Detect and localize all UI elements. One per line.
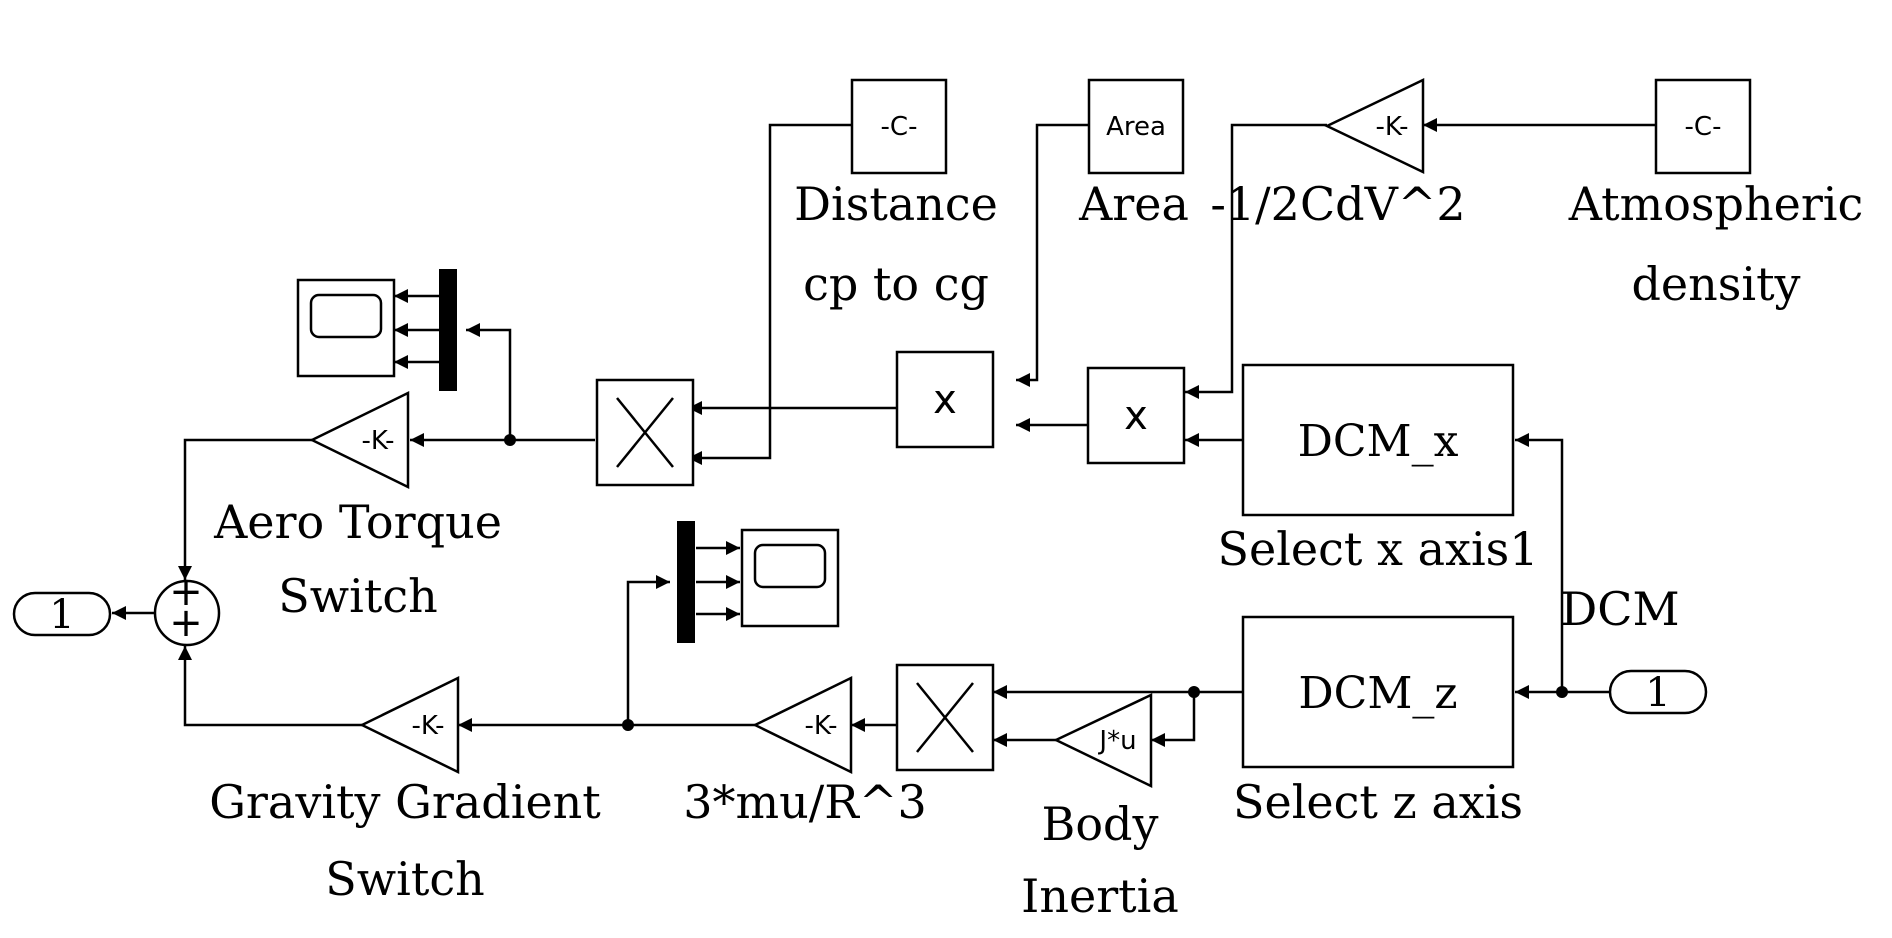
product2-text: x <box>1124 393 1148 439</box>
outport-text: 1 <box>49 592 74 638</box>
aero-label-line1: Aero Torque <box>213 495 502 549</box>
dcm-z-text: DCM_z <box>1298 668 1457 719</box>
cross-product-upper-block[interactable] <box>595 378 695 487</box>
density-label-line2: density <box>1631 257 1800 311</box>
select-x-label: Select x axis1 <box>1217 522 1538 576</box>
density-constant-block[interactable]: -C- <box>1654 78 1752 175</box>
sum-sign-top: + <box>169 569 203 615</box>
gravity-label-line2: Switch <box>325 852 484 906</box>
wire-distance-to-cross <box>688 123 852 410</box>
aero-gain-text: -K- <box>361 426 394 456</box>
distance-label-line2: cp to cg <box>803 257 989 311</box>
gravity-label-line1: Gravity Gradient <box>209 775 601 829</box>
product2-block[interactable]: x <box>1086 366 1186 465</box>
inertia-label-line2: Inertia <box>1021 869 1179 923</box>
distance-constant-text: -C- <box>881 112 918 142</box>
scope-upper-screen <box>309 293 383 339</box>
density-label-line1: Atmospheric <box>1568 177 1864 231</box>
mu-gain-text: -K- <box>804 711 837 741</box>
select-z-label: Select z axis <box>1233 775 1523 829</box>
area-constant-text: Area <box>1106 112 1166 142</box>
inport-text: 1 <box>1645 670 1670 716</box>
cross-product-lower-block[interactable] <box>895 663 995 772</box>
mu-gain-block[interactable]: -K- <box>752 675 853 775</box>
wire-dcmz-to-inertia <box>1151 692 1196 742</box>
product1-text: x <box>933 377 957 423</box>
wire-gravity-to-sum <box>183 646 362 727</box>
product1-block[interactable]: x <box>895 350 995 449</box>
scope-upper-block[interactable] <box>296 278 396 378</box>
outport-block[interactable]: 1 <box>12 591 112 638</box>
aero-label-line2: Switch <box>278 569 437 623</box>
mu-label: 3*mu/R^3 <box>683 775 926 829</box>
wire-branch-to-mux-lower <box>626 580 670 725</box>
wire-drag-to-product2 <box>1185 123 1327 394</box>
distance-constant-block[interactable]: -C- <box>850 78 948 175</box>
distance-label-line1: Distance <box>794 177 998 231</box>
dcm-x-text: DCM_x <box>1298 416 1459 467</box>
drag-gain-block[interactable]: -K- <box>1324 78 1425 174</box>
scope-lower-screen <box>753 543 827 589</box>
dcm-x-subsystem-block[interactable]: DCM_x <box>1241 363 1515 517</box>
gravity-gain-block[interactable]: -K- <box>359 675 460 775</box>
inport-block[interactable]: 1 <box>1608 669 1708 716</box>
aero-gain-block[interactable]: -K- <box>309 390 410 490</box>
sum-block[interactable]: + + <box>153 569 221 647</box>
scope-lower-block[interactable] <box>740 528 840 628</box>
area-label: Area <box>1078 177 1189 231</box>
wire-area-to-product1 <box>1016 123 1089 382</box>
mux-lower-block[interactable] <box>677 521 695 643</box>
wire-inport-to-dcmx <box>1515 438 1564 692</box>
drag-label: -1/2CdV^2 <box>1210 177 1465 231</box>
wire-aero-to-sum <box>183 438 312 580</box>
inertia-gain-text: J*u <box>1097 726 1136 756</box>
area-constant-block[interactable]: Area <box>1087 78 1185 175</box>
inertia-label-line1: Body <box>1042 797 1159 851</box>
dcm-z-subsystem-block[interactable]: DCM_z <box>1241 615 1515 769</box>
gravity-gain-text: -K- <box>411 711 444 741</box>
wire-branch-to-mux-upper <box>466 328 512 440</box>
drag-gain-text: -K- <box>1375 112 1408 142</box>
sum-sign-bottom: + <box>169 600 203 646</box>
wire-distance-to-cross-lower <box>688 408 772 460</box>
mux-upper-block[interactable] <box>439 269 457 391</box>
inertia-gain-block[interactable]: J*u <box>1053 693 1153 788</box>
dcm-label: DCM <box>1560 582 1679 636</box>
wires <box>112 118 1656 747</box>
density-constant-text: -C- <box>1685 112 1722 142</box>
